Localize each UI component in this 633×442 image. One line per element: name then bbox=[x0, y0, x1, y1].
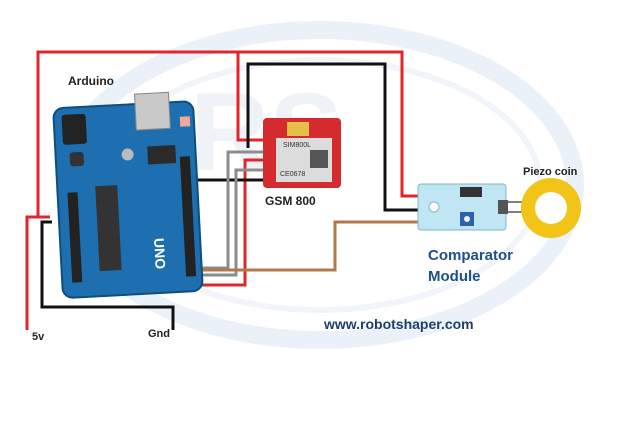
piezo-coin-icon bbox=[521, 178, 581, 238]
gsm-module-icon: SIM800L CE0678 bbox=[263, 118, 341, 188]
arduino-label: Arduino bbox=[68, 74, 114, 88]
wire-gray-2 bbox=[192, 168, 268, 277]
piezo-label: Piezo coin bbox=[523, 166, 578, 178]
wire-black-top bbox=[246, 62, 420, 212]
comparator-label: Comparator bbox=[428, 247, 513, 264]
arduino-board-icon: UNO bbox=[52, 91, 204, 299]
gsm-chip-label: SIM800L bbox=[283, 142, 311, 149]
website-label: www.robotshaper.com bbox=[323, 316, 474, 332]
comparator-module-icon bbox=[417, 183, 508, 231]
wire-red-bottom bbox=[190, 158, 268, 287]
arduino-uno-label: UNO bbox=[151, 238, 169, 270]
wire-gnd-black bbox=[40, 220, 175, 330]
module-label: Module bbox=[428, 268, 481, 285]
wire-5v-red-gsm bbox=[236, 52, 268, 142]
power-5v-label: 5v bbox=[32, 331, 45, 343]
wire-gray-1 bbox=[192, 150, 268, 270]
wire-5v-red bbox=[25, 50, 420, 330]
gsm-label: GSM 800 bbox=[265, 194, 316, 208]
ground-label: Gnd bbox=[148, 328, 170, 340]
gsm-ce-label: CE0678 bbox=[280, 171, 305, 178]
wire-signal-brown bbox=[192, 220, 420, 272]
